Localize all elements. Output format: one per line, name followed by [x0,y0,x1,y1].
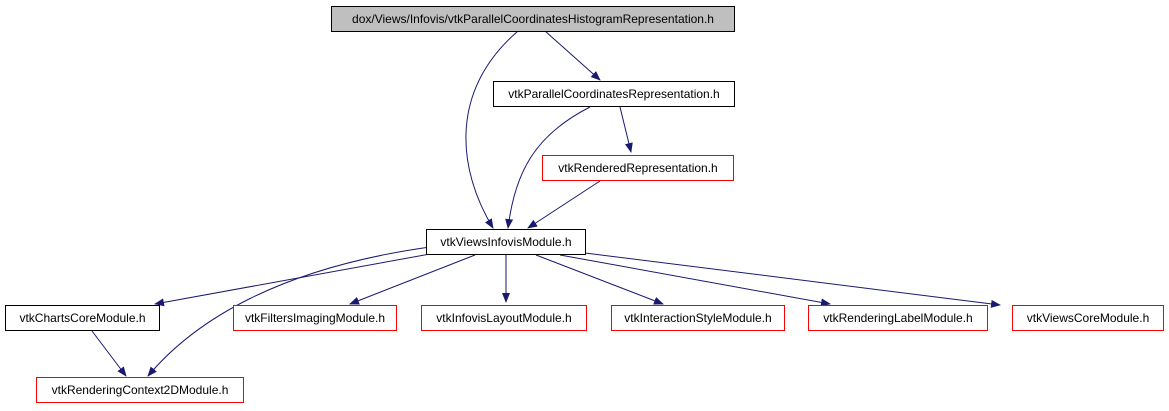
edge-pcr-to-vim [505,106,591,229]
edge-vim-to-ism [535,254,664,305]
edge-root-to-vim [465,30,519,229]
node-charts-core-module[interactable]: vtkChartsCoreModule.h [5,305,160,331]
node-infovis-layout-module[interactable]: vtkInfovisLayoutModule.h [421,305,587,331]
node-parallel-coordinates-representation[interactable]: vtkParallelCoordinatesRepresentation.h [493,81,735,107]
edge-vim-to-rlm [559,254,831,307]
edge-vim-to-ccm [154,253,431,307]
edge-vim-to-vcm [584,252,1001,308]
edge-pcr-to-rr [619,106,633,153]
node-views-infovis-module[interactable]: vtkViewsInfovisModule.h [426,229,586,255]
node-rendering-label-module[interactable]: vtkRenderingLabelModule.h [808,305,988,331]
node-views-core-module[interactable]: vtkViewsCoreModule.h [1012,305,1164,331]
node-rendering-context2d-module[interactable]: vtkRenderingContext2DModule.h [36,377,244,403]
edge-vim-to-rc2d [147,246,431,377]
node-root-file[interactable]: dox/Views/Infovis/vtkParallelCoordinates… [331,6,735,32]
node-interaction-style-module[interactable]: vtkInteractionStyleModule.h [611,305,785,331]
node-filters-imaging-module[interactable]: vtkFiltersImagingModule.h [233,305,397,331]
edge-vim-to-fim [349,254,476,305]
edge-rr-to-vim [527,180,601,229]
edge-ccm-to-rc2d [91,330,127,377]
node-rendered-representation[interactable]: vtkRenderedRepresentation.h [542,155,734,181]
edge-root-to-pcr [544,30,601,81]
